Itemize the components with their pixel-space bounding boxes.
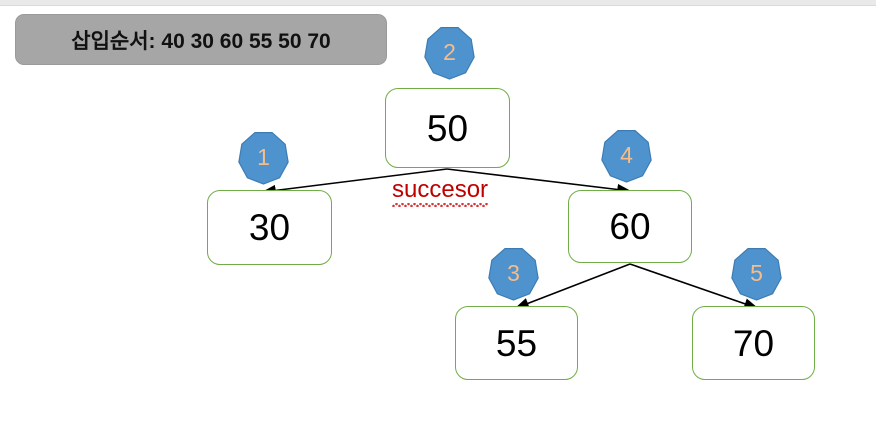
tree-node-55[interactable]: 55 [455,306,578,380]
successor-annotation: succesor [392,176,489,207]
badge-polygon-icon [488,247,539,301]
step-badge-1[interactable]: 1 [237,130,290,185]
badge-polygon-icon [601,129,652,183]
step-badge-5[interactable]: 5 [730,246,783,301]
tree-node-30[interactable]: 30 [207,190,332,265]
tree-node-label: 60 [609,206,651,247]
badge-polygon-icon [424,26,475,80]
badge-polygon-icon [238,131,289,185]
step-badge-3[interactable]: 3 [487,246,540,301]
spellcheck-squiggle [392,203,489,207]
insertion-order-caption: 삽입순서: 40 30 60 55 50 70 [15,14,387,65]
badge-number: 2 [443,39,456,65]
insertion-order-text: 삽입순서: 40 30 60 55 50 70 [71,29,331,53]
badge-polygon-icon [731,247,782,301]
top-strip [0,0,876,6]
tree-node-label: 55 [495,322,538,364]
badge-number: 1 [257,144,270,170]
successor-annotation-label: succesor [392,176,489,203]
badge-number: 4 [620,142,633,168]
tree-node-label: 50 [426,107,469,149]
tree-node-50[interactable]: 50 [385,88,510,168]
step-badge-4[interactable]: 4 [600,128,653,183]
badge-number: 5 [750,260,763,286]
tree-node-60[interactable]: 60 [568,190,692,263]
tree-node-label: 70 [732,322,775,364]
tree-node-label: 30 [248,207,291,248]
tree-node-70[interactable]: 70 [692,306,815,380]
badge-number: 3 [507,260,520,286]
step-badge-2[interactable]: 2 [423,25,476,80]
